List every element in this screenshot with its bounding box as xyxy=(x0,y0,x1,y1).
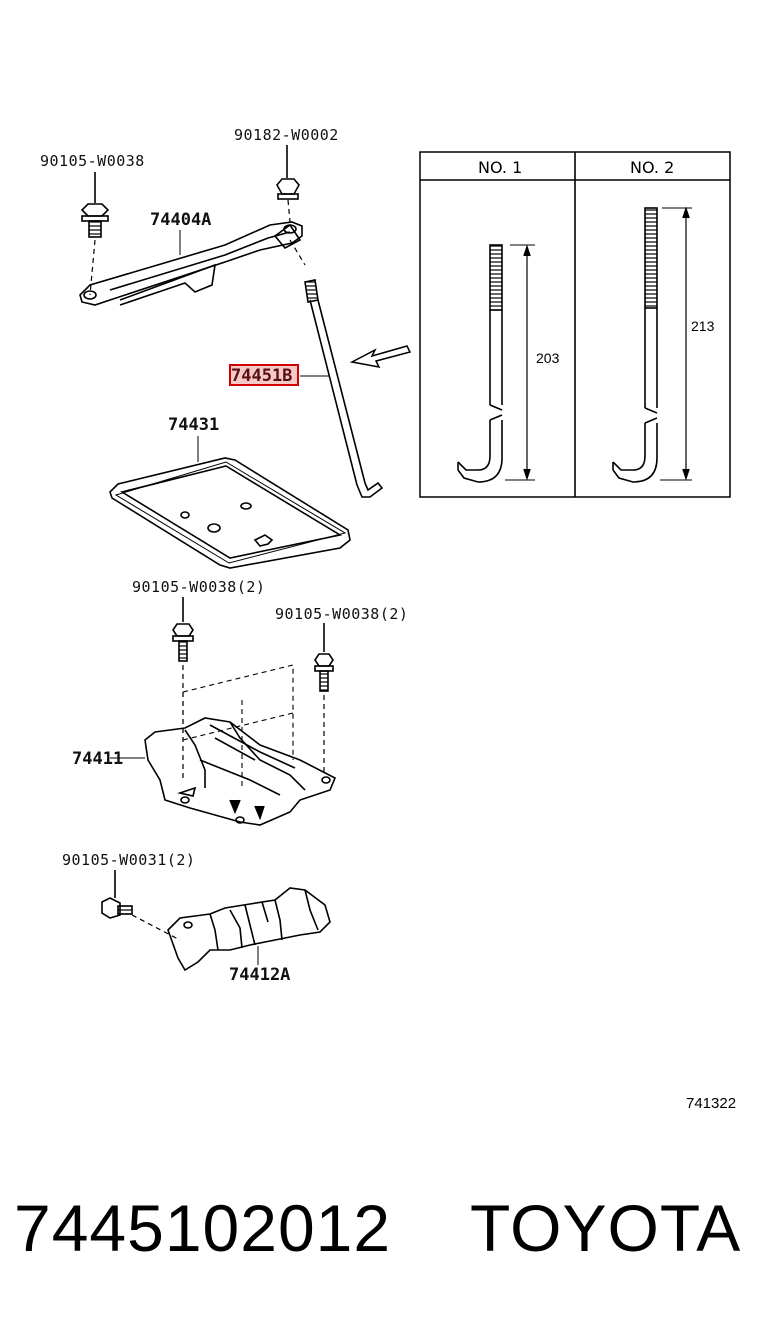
tray-74431 xyxy=(109,436,351,569)
part-number: 7445102012 xyxy=(14,1191,392,1265)
label-74431: 74431 xyxy=(168,415,220,435)
label-90105-w0038-top: 90105-W0038 xyxy=(40,152,145,170)
table-header-no1: NO. 1 xyxy=(478,158,523,177)
diagram-code: 741322 xyxy=(686,1095,737,1112)
mounting-guide-lines xyxy=(182,664,294,790)
bolt-top-left xyxy=(80,172,110,296)
part-highlight xyxy=(229,364,299,386)
label-74404a: 74404A xyxy=(150,210,212,230)
carrier-74411 xyxy=(110,717,337,826)
label-90105-w0038-mid-left: 90105-W0038(2) xyxy=(132,578,266,596)
bolt-low xyxy=(101,870,181,941)
dimension-203: 203 xyxy=(536,350,560,366)
brand-name: TOYOTA xyxy=(470,1191,742,1265)
label-90182-w0002: 90182-W0002 xyxy=(234,126,339,144)
callout-arrow xyxy=(349,345,412,369)
clamp-74404a xyxy=(79,221,306,306)
bolt-mid-right xyxy=(314,623,334,775)
variant-table xyxy=(419,151,731,498)
label-74451b[interactable]: 74451B xyxy=(231,366,293,386)
nut-top xyxy=(276,145,300,223)
bolt-mid-left xyxy=(172,597,194,780)
table-header-no2: NO. 2 xyxy=(630,158,675,177)
rod-no2-drawing xyxy=(612,206,692,483)
rod-no1-drawing xyxy=(457,244,535,483)
label-90105-w0031: 90105-W0031(2) xyxy=(62,851,196,869)
dimension-213: 213 xyxy=(691,318,715,334)
label-74412a: 74412A xyxy=(229,965,291,985)
label-90105-w0038-mid-right: 90105-W0038(2) xyxy=(275,605,409,623)
label-74411: 74411 xyxy=(72,749,124,769)
bracket-74412a xyxy=(167,887,331,972)
rod-74451b xyxy=(300,279,384,498)
